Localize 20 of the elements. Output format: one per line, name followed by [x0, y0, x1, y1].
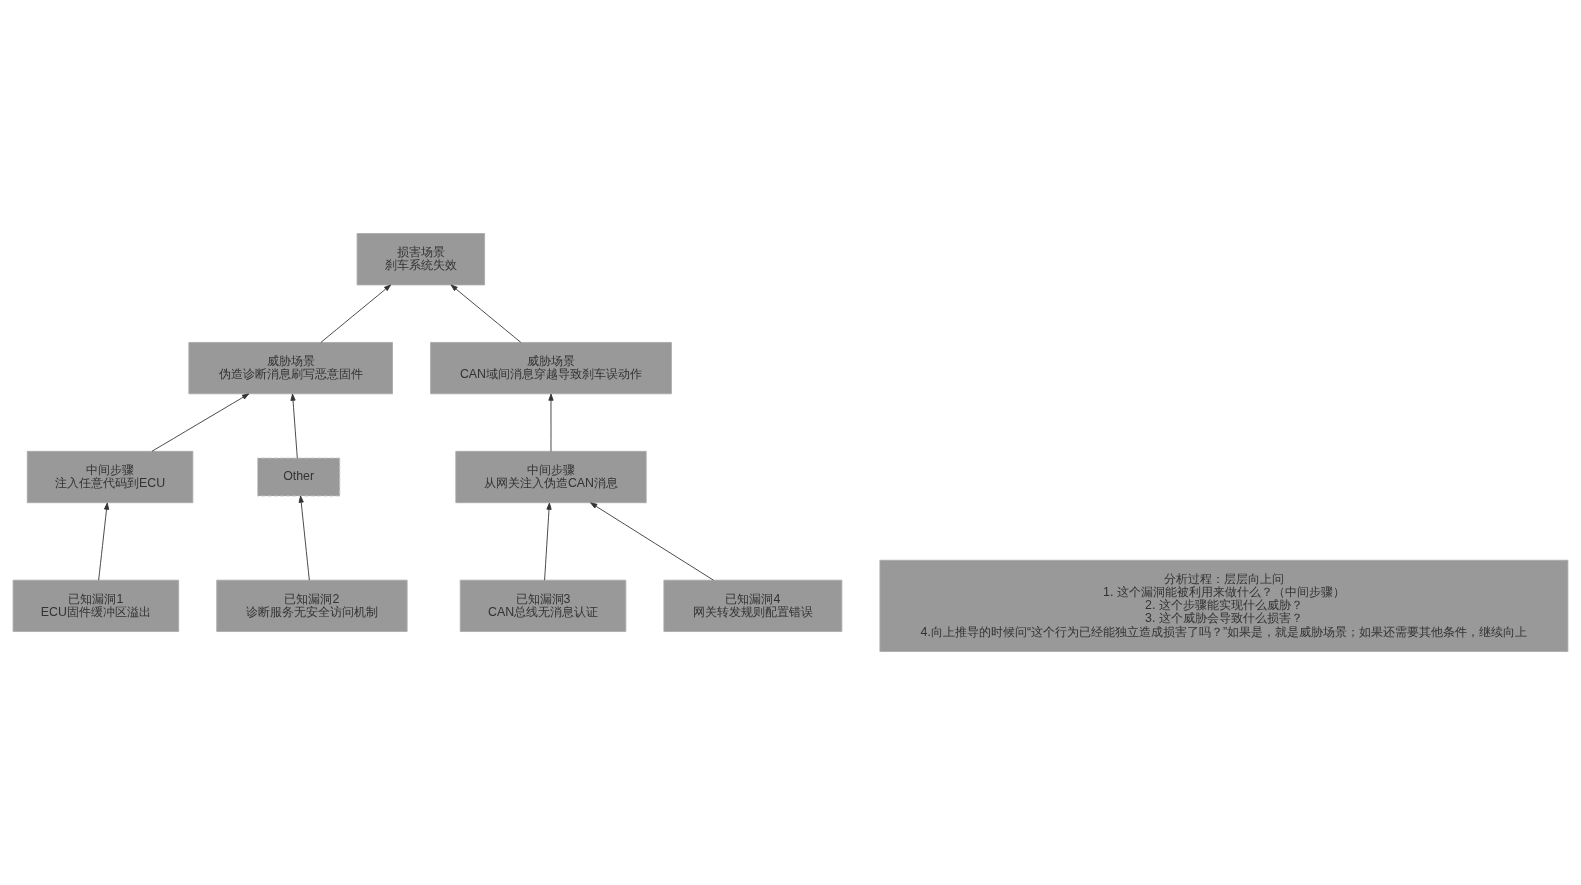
arrow [548, 393, 554, 452]
arrow [320, 284, 392, 343]
arrow [544, 502, 552, 581]
node-box: 威胁场景 CAN域间消息穿越导致刹车误动作 [430, 342, 672, 395]
node-box: 中间步骤 注入任意代码到ECU [26, 450, 194, 504]
arrow [151, 393, 250, 452]
arrow [290, 393, 298, 459]
node-box: Other [257, 457, 341, 497]
node-box: 分析过程：层层向上问 1. 这个漏洞能被利用来做什么？（中间步骤） 2. 这个步骤能实现什么威胁？ 3. 这个威胁会导致什么损害？ 4.向上推导的时候问“这个行为已经能独立造成损害了吗？”如果是，就是威胁场景；如果还需要其他条件，继续向上 [879, 559, 1569, 652]
arrow [590, 502, 714, 581]
node-box: 已知漏洞4 网关转发规则配置错误 [663, 579, 843, 632]
node-box: 已知漏洞3 CAN总线无消息认证 [459, 579, 627, 632]
arrow [450, 284, 522, 343]
arrow [98, 502, 110, 581]
node-box: 威胁场景 伪造诊断消息刷写恶意固件 [188, 342, 393, 395]
node-box: 已知漏洞1 ECU固件缓冲区溢出 [12, 579, 180, 632]
node-box: 已知漏洞2 诊断服务无安全访问机制 [216, 579, 408, 632]
node-box: 中间步骤 从网关注入伪造CAN消息 [455, 450, 647, 504]
arrow [298, 495, 310, 581]
node-box: 损害场景 刹车系统失效 [356, 233, 486, 286]
